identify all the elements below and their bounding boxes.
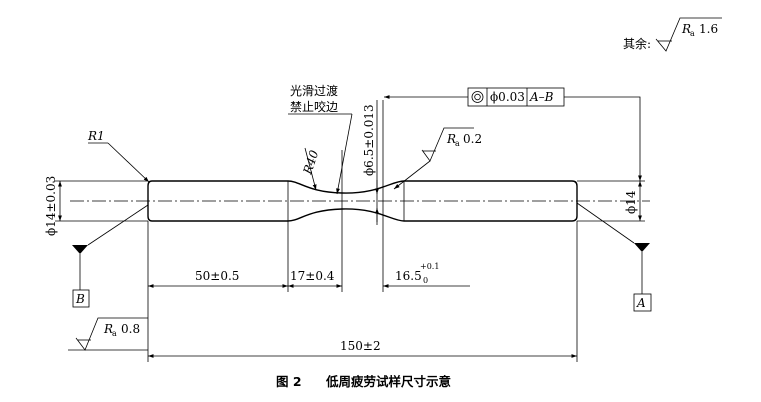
general-finish-value: 1.6 <box>699 22 718 36</box>
datum-b: B <box>72 204 149 308</box>
transition-note: 光滑过渡 禁止咬边 <box>288 83 353 195</box>
figure-caption: 图 2 低周疲劳试样尺寸示意 <box>276 374 451 389</box>
base-finish-subscript: a <box>112 329 117 338</box>
right-diameter-dimension: ϕ14 <box>577 180 645 222</box>
length-half-neck-label: 16.5 <box>395 269 422 283</box>
specimen-profile <box>147 180 578 222</box>
length-dimensions: 50±0.5 17±0.4 16.5 +0.1 0 150±2 <box>147 221 578 362</box>
total-length-label: 150±2 <box>340 339 381 353</box>
datum-b-label: B <box>75 292 85 306</box>
transition-note-line2: 禁止咬边 <box>290 99 338 114</box>
concentricity-outer-icon <box>471 91 484 103</box>
neck-surface-finish: R a 0.2 <box>393 127 482 190</box>
length-left-label: 50±0.5 <box>195 269 239 283</box>
datum-a: A <box>576 202 652 312</box>
base-finish-value: 0.8 <box>121 322 140 336</box>
datum-a-label: A <box>636 296 646 310</box>
tolerance-value: ϕ0.03 <box>490 90 525 104</box>
length-transition-label: 17±0.4 <box>290 269 335 283</box>
neck-diameter-dimension: ϕ6.5±0.013 <box>362 104 379 222</box>
r1-leader <box>107 142 150 183</box>
length-half-neck-lower: 0 <box>423 276 428 285</box>
neck-finish-leader <box>393 160 431 190</box>
general-finish-symbol: R <box>681 22 691 36</box>
left-diameter-label: ϕ14±0.03 <box>44 176 58 236</box>
base-finish-symbol: R <box>103 322 113 336</box>
neck-finish-value: 0.2 <box>463 132 482 146</box>
frame-leader-right <box>564 96 642 181</box>
caption-number: 图 2 <box>276 374 302 389</box>
fillet-radius-label: R1 <box>87 129 105 143</box>
base-roughness-icon <box>75 317 148 351</box>
fillet-radius-callout: R1 <box>87 129 150 183</box>
general-finish-prefix: 其余: <box>623 36 651 51</box>
datum-a-triangle-icon <box>634 243 650 252</box>
note-leader <box>336 113 353 195</box>
arc-radius-callout: R40 <box>300 147 321 191</box>
roughness-symbol-icon <box>655 17 722 52</box>
base-surface-finish: R a 0.8 <box>68 317 148 351</box>
tolerance-datum: A–B <box>529 90 554 104</box>
general-surface-finish: 其余: R a 1.6 <box>623 17 722 52</box>
caption-text: 低周疲劳试样尺寸示意 <box>325 374 451 389</box>
datum-a-leader <box>576 202 635 244</box>
transition-note-line1: 光滑过渡 <box>290 83 338 98</box>
datum-b-box <box>72 289 90 308</box>
general-finish-subscript: a <box>690 29 695 38</box>
right-diameter-label: ϕ14 <box>624 190 638 214</box>
arc-radius-label: R40 <box>300 148 321 177</box>
concentricity-inner-icon <box>474 93 481 101</box>
datum-b-triangle-icon <box>72 245 88 254</box>
tolerance-frame: ϕ0.03 A–B <box>384 87 642 181</box>
r40-leader <box>304 147 317 191</box>
neck-finish-subscript: a <box>455 139 460 148</box>
specimen-outline <box>70 100 650 292</box>
neck-diameter-label: ϕ6.5±0.013 <box>362 104 376 176</box>
datum-b-leader <box>87 204 149 246</box>
length-half-neck-upper: +0.1 <box>420 262 439 271</box>
left-diameter-dimension: ϕ14±0.03 <box>44 176 148 236</box>
neck-finish-symbol: R <box>446 132 456 146</box>
neck-roughness-icon <box>421 127 474 162</box>
datum-a-box <box>633 293 652 312</box>
